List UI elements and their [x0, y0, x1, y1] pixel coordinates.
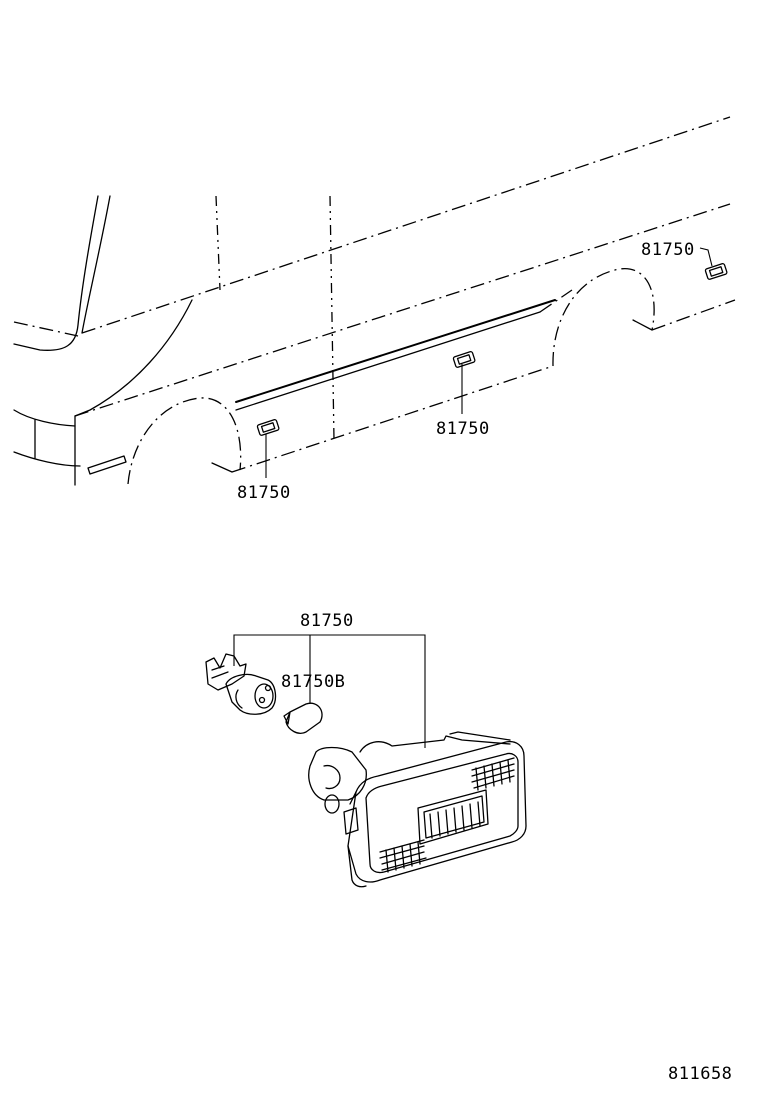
callout-front-lamp: 81750 — [237, 483, 291, 503]
side-marker-rear[interactable] — [704, 263, 728, 280]
wedge-bulb — [283, 702, 323, 734]
diagram-number: 811658 — [668, 1064, 732, 1084]
side-marker-front[interactable] — [256, 419, 280, 436]
callout-assembly: 81750 — [300, 611, 354, 631]
callout-rear-lamp: 81750 — [641, 240, 695, 260]
callout-middle-lamp: 81750 — [436, 419, 490, 439]
assembly-bracket — [233, 634, 426, 748]
lamp-assembly — [308, 731, 527, 888]
vehicle-side-outline — [13, 116, 736, 486]
bulb-socket — [205, 653, 277, 715]
side-marker-middle[interactable] — [452, 351, 476, 368]
leader-rear — [699, 247, 713, 267]
callout-bulb: 81750B — [281, 672, 345, 692]
